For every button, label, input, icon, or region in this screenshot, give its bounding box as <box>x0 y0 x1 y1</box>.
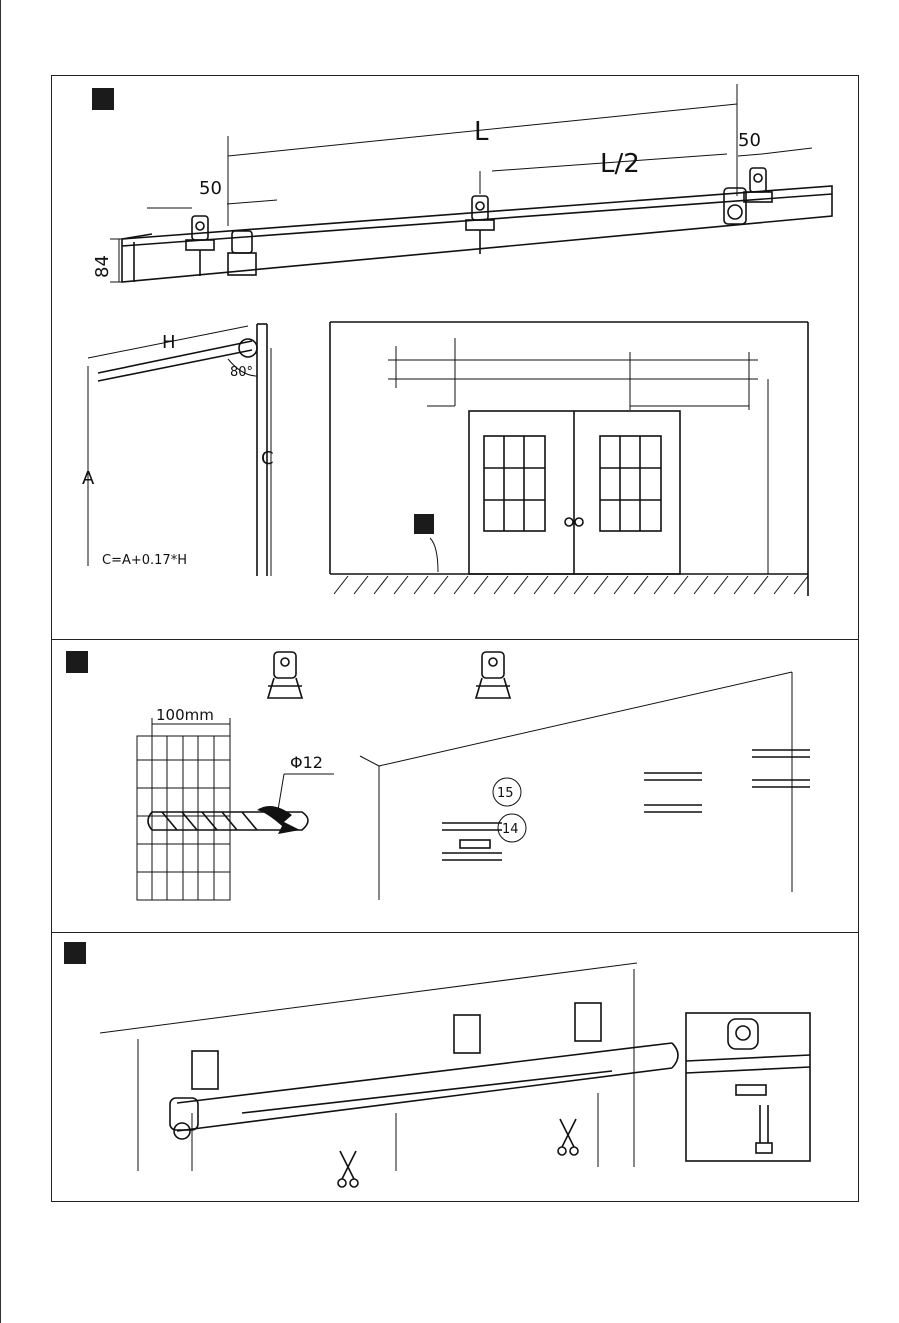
side-view-arm <box>98 324 267 576</box>
double-door <box>469 411 680 574</box>
diameter-label: Φ12 <box>290 753 323 772</box>
end-cap-motor <box>170 1098 198 1139</box>
height-c-label: C <box>261 448 274 469</box>
rail-dimension-diagram: 84 <box>52 76 860 641</box>
left-offset-arrows <box>147 200 277 208</box>
depth-label: 100mm <box>156 706 214 724</box>
scissors-left <box>338 1151 358 1187</box>
floor-hatch <box>334 576 808 594</box>
bracket-left <box>186 216 256 276</box>
mounting-wall <box>100 963 637 1171</box>
mounting-diagram <box>52 933 860 1203</box>
half-length-label: L/2 <box>600 149 640 179</box>
angle-label: 80° <box>230 365 253 380</box>
curtain-track-rail <box>177 1043 678 1131</box>
perspective-wall <box>360 672 792 900</box>
formula-label: C=A+0.17*H <box>102 553 187 568</box>
bracket-right <box>724 168 772 224</box>
panel-drilling: 100mm Φ12 <box>51 639 859 933</box>
rail-height-label: 84 <box>92 255 113 278</box>
wall-anchors <box>442 750 810 860</box>
floor-marker-badge <box>414 514 434 534</box>
part-label-14: 14 <box>502 822 519 837</box>
panel-measurement: 84 <box>51 75 859 640</box>
left-offset-label: 50 <box>199 178 222 199</box>
bracket-icon-b <box>476 652 510 698</box>
length-label: L <box>474 117 489 147</box>
drilling-diagram: 100mm Φ12 <box>52 640 860 934</box>
right-offset-label: 50 <box>738 130 761 151</box>
wall-elevation <box>330 322 808 596</box>
bracket-middle <box>466 196 494 254</box>
length-dimension-line <box>228 84 737 226</box>
arm-length-dimension <box>88 326 248 566</box>
detail-inset <box>686 1013 810 1161</box>
floor-marker-leader <box>430 538 438 572</box>
arm-length-label: H <box>162 332 176 353</box>
height-a-label: A <box>82 468 95 489</box>
page-border-line <box>0 0 1 1323</box>
diameter-leader <box>278 774 334 810</box>
bracket-icon-a <box>268 652 302 698</box>
panel-mounting <box>51 932 859 1202</box>
brick-wall <box>137 736 230 900</box>
scissors-right <box>558 1119 578 1155</box>
part-label-15: 15 <box>497 786 514 801</box>
wall-dimension-lines <box>388 338 768 574</box>
